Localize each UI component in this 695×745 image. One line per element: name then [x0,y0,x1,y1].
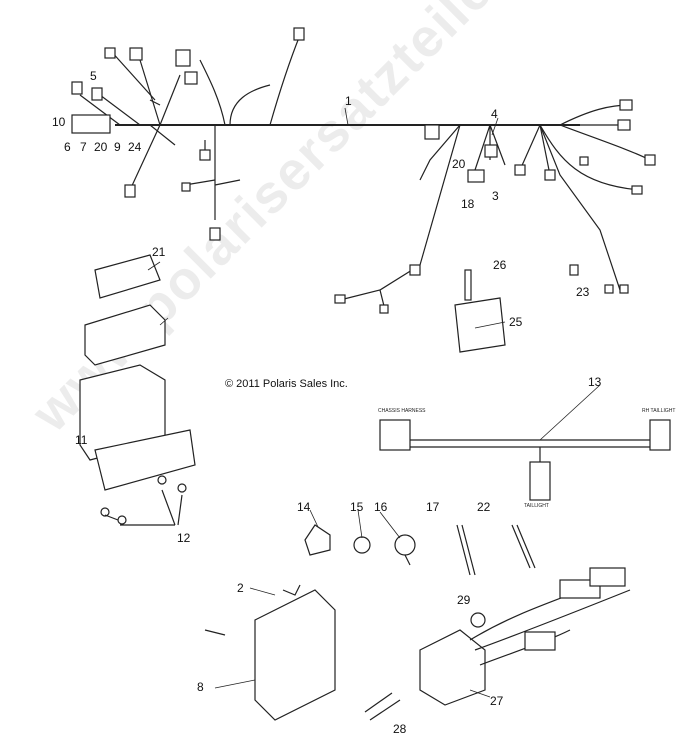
callout-4: 4 [491,107,498,121]
callout-3: 3 [492,189,499,203]
callout-24: 24 [128,140,142,154]
callout-27: 27 [490,694,504,708]
chassis-harness-label: CHASSIS HARNESS [378,408,426,414]
callout-26: 26 [493,258,507,272]
callout-9: 9 [114,140,121,154]
clips [304,524,416,566]
taillight-label: TAILLIGHT [524,503,549,509]
callout-11: 11 [75,433,88,447]
callout-12: 12 [177,531,191,545]
callout-25: 25 [509,315,523,329]
callout-28: 28 [393,722,407,736]
taillight-harness [379,419,671,501]
rh-taillight-label: RH TAILLIGHT [642,408,676,414]
relay-module [454,269,506,353]
callout-6: 6 [64,140,71,154]
fuse-box-assembly [79,254,196,526]
leader-lines [147,107,601,698]
callout-2: 2 [237,581,244,595]
callout-5: 5 [90,69,97,83]
callout-16: 16 [374,500,388,514]
callout-21: 21 [152,245,166,259]
callout-20a: 20 [94,140,108,154]
main-harness [79,34,651,311]
callout-13: 13 [588,375,602,389]
ecu-module [204,584,336,721]
callout-22: 22 [477,500,491,514]
copyright-text: © 2011 Polaris Sales Inc. [225,378,348,390]
callout-18: 18 [461,197,475,211]
control-module-harness [364,567,631,721]
callout-23: 23 [576,285,590,299]
harness-connectors [71,27,656,314]
callout-1: 1 [345,94,352,108]
callout-20b: 20 [452,157,466,171]
callout-10: 10 [52,115,66,129]
cable-ties [456,524,536,576]
callout-29: 29 [457,593,471,607]
callout-7: 7 [80,140,87,154]
callout-17: 17 [426,500,440,514]
callout-8: 8 [197,680,204,694]
callout-15: 15 [350,500,364,514]
callout-14: 14 [297,500,311,514]
